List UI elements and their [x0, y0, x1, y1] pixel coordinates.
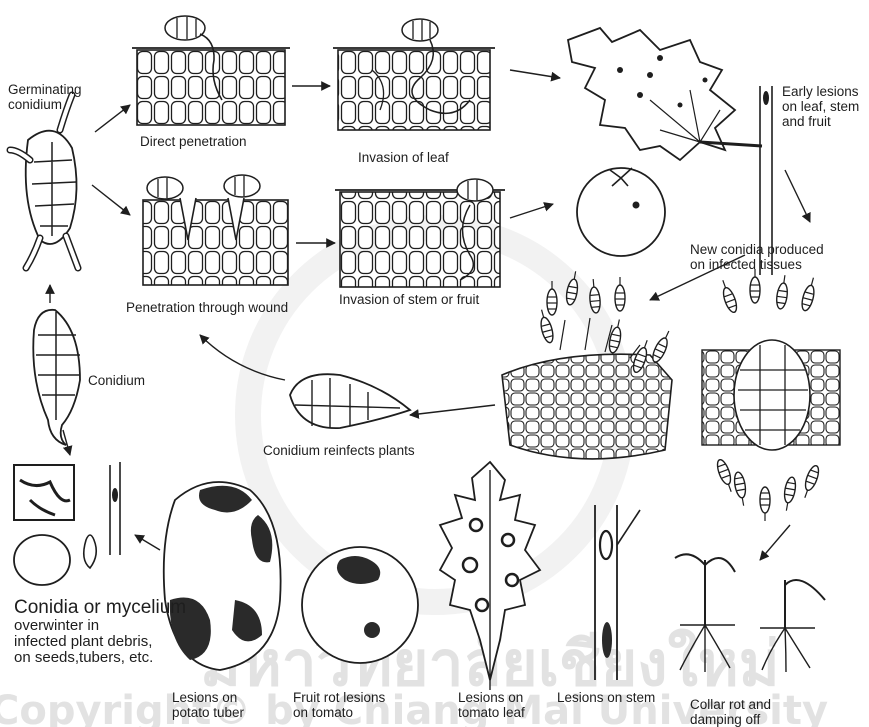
label-fruit-rot-tomato: Fruit rot lesions on tomato: [293, 690, 385, 720]
label-germinating-line-1: Germinating: [8, 82, 82, 97]
label-collar-rot-line-1: Collar rot and: [690, 697, 771, 712]
debris-mycelium-icon: [14, 462, 120, 585]
tomato-leaf-lesions-icon: [440, 462, 540, 690]
label-early-lesions-line-1: Early lesions: [782, 84, 859, 99]
label-invasion-stem-fruit: Invasion of stem or fruit: [339, 292, 479, 307]
germinating-conidium-icon: [10, 95, 78, 268]
label-new-conidia: New conidia produced on infected tissues: [690, 242, 824, 272]
label-germinating-line-2: conidium: [8, 97, 82, 112]
wound-penetration-tissue: [143, 175, 288, 285]
label-early-lesions-line-3: and fruit: [782, 114, 859, 129]
label-conidium-reinfects: Conidium reinfects plants: [263, 443, 415, 458]
sporulating-tissue-middle: [502, 270, 673, 458]
conidium-icon: [33, 310, 80, 445]
reinfecting-conidium-icon: [290, 374, 410, 428]
tomato-fruit-rot-icon: [302, 547, 418, 663]
label-lesions-tomato-leaf: Lesions on tomato leaf: [458, 690, 525, 720]
label-collar-rot: Collar rot and damping off: [690, 697, 771, 727]
label-lesions-potato-line-1: Lesions on: [172, 690, 244, 705]
label-new-conidia-line-1: New conidia produced: [690, 242, 824, 257]
label-overwinter: Conidia or mycelium overwinter in infect…: [14, 598, 186, 666]
label-invasion-of-leaf: Invasion of leaf: [358, 150, 449, 165]
label-early-lesions: Early lesions on leaf, stem and fruit: [782, 84, 859, 129]
label-lesions-potato: Lesions on potato tuber: [172, 690, 244, 720]
label-fruit-rot-line-2: on tomato: [293, 705, 385, 720]
stem-lesions-icon: [595, 505, 640, 680]
label-germinating-conidium: Germinating conidium: [8, 82, 82, 112]
label-conidium: Conidium: [88, 373, 145, 388]
label-tomato-leaf-line-2: tomato leaf: [458, 705, 525, 720]
label-early-lesions-line-2: on leaf, stem: [782, 99, 859, 114]
sporulating-tissue-right: [702, 269, 840, 521]
label-lesions-on-stem: Lesions on stem: [557, 690, 655, 705]
label-penetration-through-wound: Penetration through wound: [126, 300, 288, 315]
seedling-icon: [675, 554, 825, 672]
label-fruit-rot-line-1: Fruit rot lesions: [293, 690, 385, 705]
label-overwinter-line-4: on seeds,tubers, etc.: [14, 650, 186, 666]
tomato-leaf-icon: [568, 28, 762, 160]
label-tomato-leaf-line-1: Lesions on: [458, 690, 525, 705]
label-collar-rot-line-2: damping off: [690, 712, 771, 727]
label-overwinter-line-3: infected plant debris,: [14, 634, 186, 650]
label-overwinter-line-2: overwinter in: [14, 618, 186, 634]
direct-penetration-tissue: [132, 16, 290, 125]
label-lesions-potato-line-2: potato tuber: [172, 705, 244, 720]
label-overwinter-line-1: Conidia or mycelium: [14, 598, 186, 618]
tomato-fruit-icon: [577, 168, 665, 256]
label-new-conidia-line-2: on infected tissues: [690, 257, 824, 272]
label-direct-penetration: Direct penetration: [140, 134, 247, 149]
invasion-stem-fruit-tissue: [335, 179, 505, 287]
invasion-of-leaf-tissue: [333, 19, 495, 130]
